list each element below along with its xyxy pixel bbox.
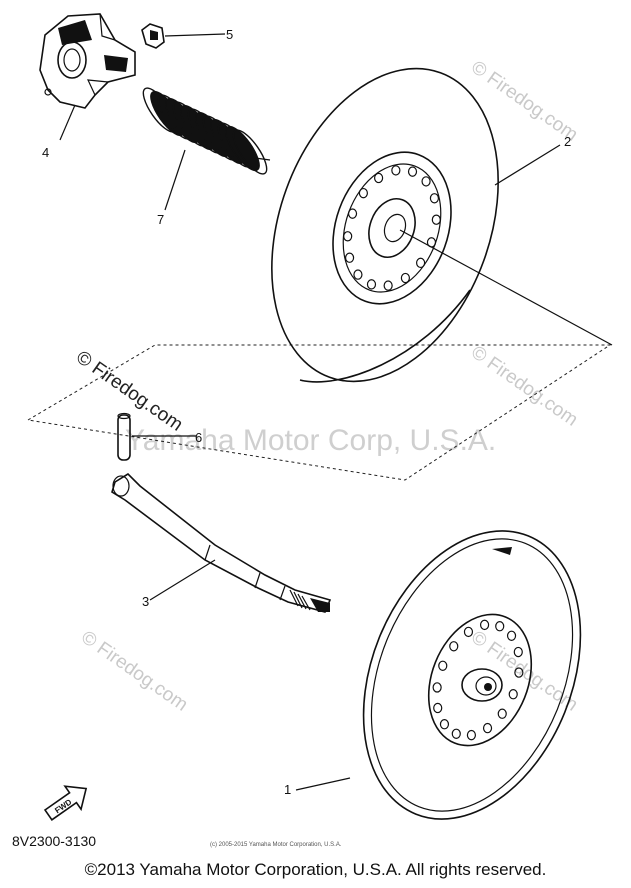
part-1-sheave <box>362 530 582 820</box>
part-2-sheave <box>271 67 499 383</box>
footer-copyright: ©2013 Yamaha Motor Corporation, U.S.A. A… <box>84 860 547 879</box>
watermark-top-right: © Firedog.com <box>467 57 581 146</box>
callout-5: 5 <box>226 27 233 42</box>
part-5-screw <box>141 23 226 49</box>
callout-3: 3 <box>142 594 149 609</box>
watermark-low-left: © Firedog.com <box>77 627 191 716</box>
small-copyright: (c) 2005-2015 Yamaha Motor Corporation, … <box>210 842 342 848</box>
watermark-mid-right: © Firedog.com <box>467 342 581 431</box>
callout-2: 2 <box>564 134 571 149</box>
watermark-low-right: © Firedog.com <box>467 627 581 716</box>
part-3-shaft <box>111 472 332 613</box>
part-6-pin <box>117 412 196 461</box>
callout-4: 4 <box>42 145 49 160</box>
part-4-cam-bracket <box>39 13 136 109</box>
fwd-arrow-icon: FWD <box>43 785 88 821</box>
assembly-outline <box>26 344 612 481</box>
callout-1: 1 <box>284 782 291 797</box>
leader-lines <box>59 104 613 791</box>
part-code: 8V2300-3130 <box>12 833 96 849</box>
callout-7: 7 <box>157 212 164 227</box>
part-7-spring <box>142 87 271 175</box>
callout-6: 6 <box>195 430 202 445</box>
watermark-center: Yamaha Motor Corp, U.S.A. <box>125 424 496 457</box>
